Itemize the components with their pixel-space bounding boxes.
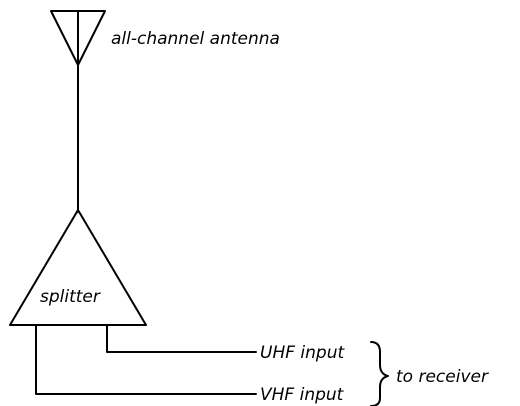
to-receiver-label: to receiver — [396, 367, 489, 387]
vhf-output-line — [35, 324, 257, 395]
uhf-input-label: UHF input — [260, 343, 345, 363]
splitter-label: splitter — [40, 287, 101, 307]
output-grouping-brace — [370, 341, 389, 406]
antenna: all-channel antenna — [50, 10, 280, 66]
vhf-input-label: VHF input — [260, 385, 345, 405]
uhf-output-line — [106, 324, 257, 353]
splitter: splitter — [9, 209, 147, 326]
antenna-label: all-channel antenna — [111, 29, 280, 49]
splitter-triangle — [9, 209, 147, 326]
